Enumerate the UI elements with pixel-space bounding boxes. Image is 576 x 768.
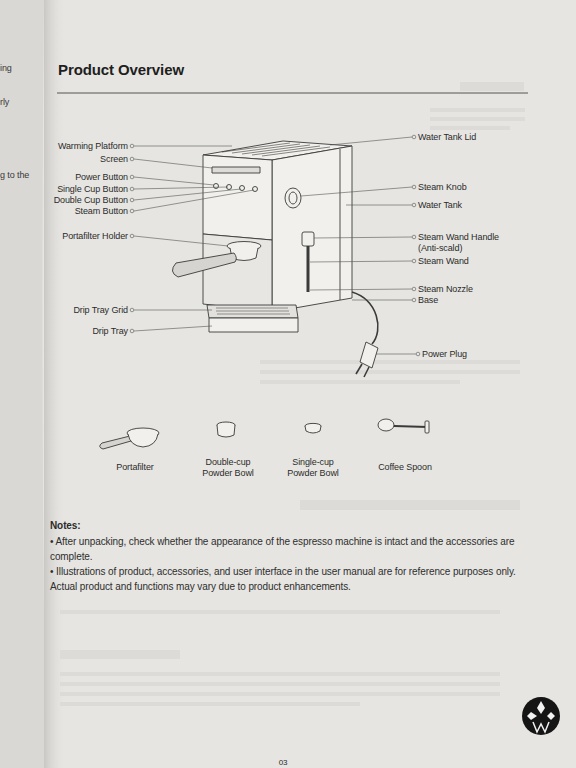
part-label: Steam Wand Handle (Anti-scald) bbox=[418, 232, 518, 254]
bleed-through bbox=[60, 82, 525, 706]
portafilter-handle bbox=[100, 436, 131, 449]
leader-lines bbox=[130, 135, 420, 356]
part-label: Water Tank bbox=[418, 200, 462, 211]
drip-tray bbox=[209, 318, 298, 332]
drip-tray-grid bbox=[207, 305, 298, 318]
single-bowl-body bbox=[305, 426, 321, 433]
part-label: Double Cup Button bbox=[8, 195, 128, 206]
part-label: Water Tank Lid bbox=[418, 132, 476, 143]
left-page-text: g to the bbox=[0, 170, 29, 181]
part-label: Steam Wand bbox=[418, 256, 469, 267]
part-label: Portafilter Holder bbox=[8, 231, 128, 242]
part-label: Steam Button bbox=[8, 206, 128, 217]
part-label: Base bbox=[418, 295, 438, 306]
plug-prong bbox=[356, 364, 362, 374]
part-label: Power Plug bbox=[422, 349, 467, 360]
left-page-text: rly bbox=[0, 97, 9, 108]
note-text: • After unpacking, check whether the app… bbox=[50, 534, 542, 564]
grid-slots bbox=[216, 308, 290, 314]
part-label: Drip Tray Grid bbox=[8, 305, 128, 316]
espresso-machine bbox=[172, 141, 378, 377]
steam-knob-inner bbox=[289, 192, 297, 204]
part-label: Warming Platform bbox=[8, 141, 128, 152]
accessory-label: Double-cup Powder Bowl bbox=[192, 457, 264, 479]
plug-body bbox=[360, 342, 378, 368]
page-number: 03 bbox=[263, 757, 303, 768]
page-title: Product Overview bbox=[58, 61, 184, 79]
plug-prong bbox=[364, 367, 369, 377]
accessory-label: Portafilter bbox=[90, 462, 180, 473]
watermark-logo bbox=[522, 697, 560, 735]
accessory-label: Single-cup Powder Bowl bbox=[277, 457, 349, 479]
spoon-tamper bbox=[425, 421, 429, 433]
title-rule bbox=[57, 93, 528, 94]
button bbox=[214, 184, 219, 189]
lower-body bbox=[203, 234, 272, 312]
button bbox=[240, 186, 245, 191]
steam-knob bbox=[285, 188, 301, 208]
water-tank-edge bbox=[340, 149, 341, 300]
front-panel bbox=[203, 155, 272, 240]
portafilter-handle bbox=[172, 253, 236, 277]
part-label: Steam Knob bbox=[418, 182, 467, 193]
steam-wand-handle bbox=[302, 232, 314, 246]
part-label: Screen bbox=[8, 154, 128, 165]
side-face bbox=[272, 146, 352, 312]
steam-wand bbox=[307, 246, 310, 292]
accessory-label: Coffee Spoon bbox=[360, 462, 450, 473]
screen bbox=[212, 167, 260, 173]
spoon-handle bbox=[394, 426, 428, 427]
portafilter-cup bbox=[128, 434, 158, 447]
part-label: Steam Nozzle bbox=[418, 284, 473, 295]
part-label: Single Cup Button bbox=[8, 184, 128, 195]
spoon-head bbox=[378, 419, 394, 431]
accessories bbox=[100, 419, 429, 449]
note-text: • Illustrations of product, accessories,… bbox=[50, 564, 542, 594]
left-page bbox=[0, 0, 46, 768]
notes-heading: Notes: bbox=[50, 520, 81, 531]
double-bowl-body bbox=[217, 425, 235, 437]
button bbox=[253, 187, 258, 192]
part-label: Drip Tray bbox=[8, 326, 128, 337]
left-page-text: ing bbox=[0, 63, 12, 74]
